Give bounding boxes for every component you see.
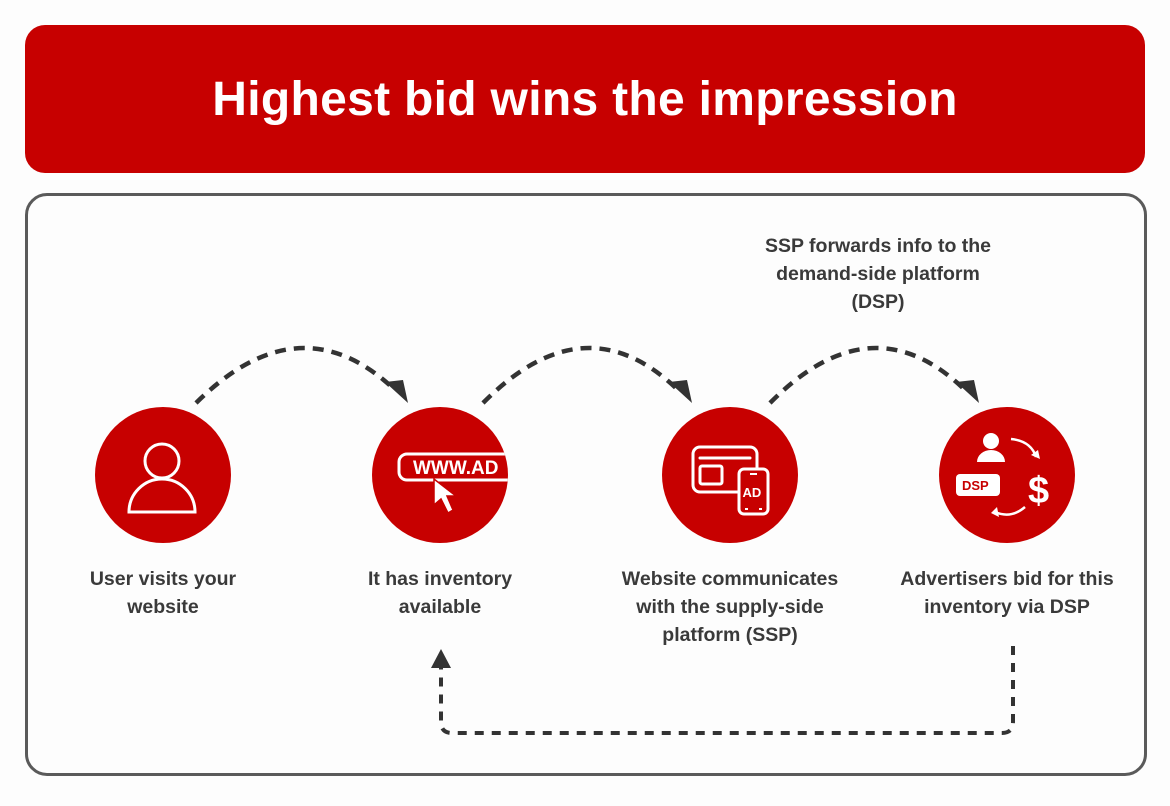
step-2-circle: WWW.AD	[372, 407, 508, 543]
step-inventory-available: WWW.AD It has inventory available	[330, 407, 550, 621]
ssp-forwards-annotation: SSP forwards info to the demand-side pla…	[764, 235, 992, 313]
devices-ad-icon: AD	[691, 445, 770, 516]
step-3-circle: AD	[662, 407, 798, 543]
svg-text:$: $	[1028, 470, 1049, 512]
step-2-label: It has inventory available	[367, 568, 513, 618]
page-title: Highest bid wins the impression	[212, 72, 958, 126]
arc-arrow-1-to-2	[194, 345, 408, 405]
step-advertisers-bid: DSP $ Advertisers bid for this inventory…	[897, 407, 1117, 621]
user-icon	[127, 442, 197, 514]
arc-arrow-2-to-3	[481, 345, 692, 405]
step-1-circle	[95, 407, 231, 543]
arc-arrow-3-to-4	[768, 345, 979, 405]
step-3-label: Website communicates with the supply-sid…	[621, 568, 839, 646]
step-website-ssp: AD Website communicates with the supply-…	[620, 407, 840, 649]
step-4-circle: DSP $	[939, 407, 1075, 543]
svg-text:WWW.AD: WWW.AD	[413, 458, 498, 479]
browser-url-cursor-icon: WWW.AD	[397, 452, 508, 515]
dsp-bidding-icon: DSP $	[956, 433, 1049, 517]
svg-text:AD: AD	[743, 485, 762, 500]
step-4-label: Advertisers bid for this inventory via D…	[900, 568, 1114, 618]
title-banner: Highest bid wins the impression	[25, 25, 1145, 173]
loop-back-arrow-4-to-2	[431, 646, 1015, 735]
svg-text:DSP: DSP	[962, 478, 989, 493]
step-1-label: User visits your website	[89, 568, 237, 618]
step-user-visits: User visits your website	[53, 407, 273, 621]
